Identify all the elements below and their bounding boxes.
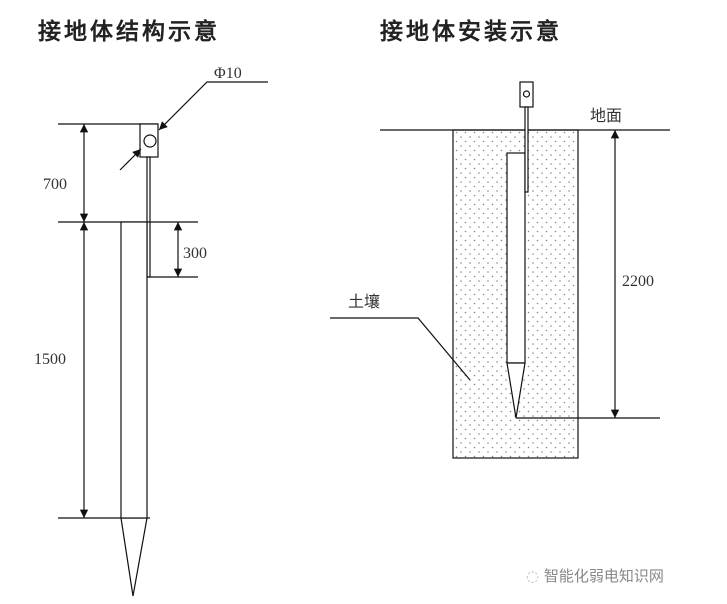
watermark: ◌ 智能化弱电知识网 bbox=[526, 565, 664, 586]
electrode-body bbox=[120, 221, 148, 519]
connector-plate bbox=[139, 123, 159, 158]
bolt-hole bbox=[143, 134, 157, 148]
dim-1500-label: 1500 bbox=[34, 351, 66, 368]
left-structure-diagram bbox=[58, 81, 268, 597]
bolt-hole bbox=[522, 90, 531, 98]
electrode-tip bbox=[120, 517, 148, 597]
right-diagram-title: 接地体安装示意 bbox=[380, 19, 562, 45]
dim-2200-label: 2200 bbox=[622, 273, 654, 290]
left-diagram-title: 接地体结构示意 bbox=[38, 19, 220, 45]
soil-label: 土壤 bbox=[348, 292, 380, 311]
watermark-text: 智能化弱电知识网 bbox=[543, 567, 664, 585]
dim-700-label: 700 bbox=[43, 176, 67, 193]
electrode-tip bbox=[506, 362, 526, 419]
wechat-icon: ◌ bbox=[526, 567, 540, 585]
ground-label: 地面 bbox=[590, 107, 622, 125]
right-installation-diagram bbox=[330, 81, 670, 459]
diameter-leader bbox=[158, 81, 268, 131]
flat-strap bbox=[524, 106, 529, 193]
soil-leader bbox=[330, 317, 471, 381]
connector-plate bbox=[519, 81, 534, 108]
diameter-leader-2 bbox=[119, 148, 142, 171]
flat-strap bbox=[146, 156, 151, 278]
diameter-label: Φ10 bbox=[214, 65, 242, 82]
electrode-body bbox=[506, 152, 526, 364]
dim-300-label: 300 bbox=[183, 245, 207, 262]
